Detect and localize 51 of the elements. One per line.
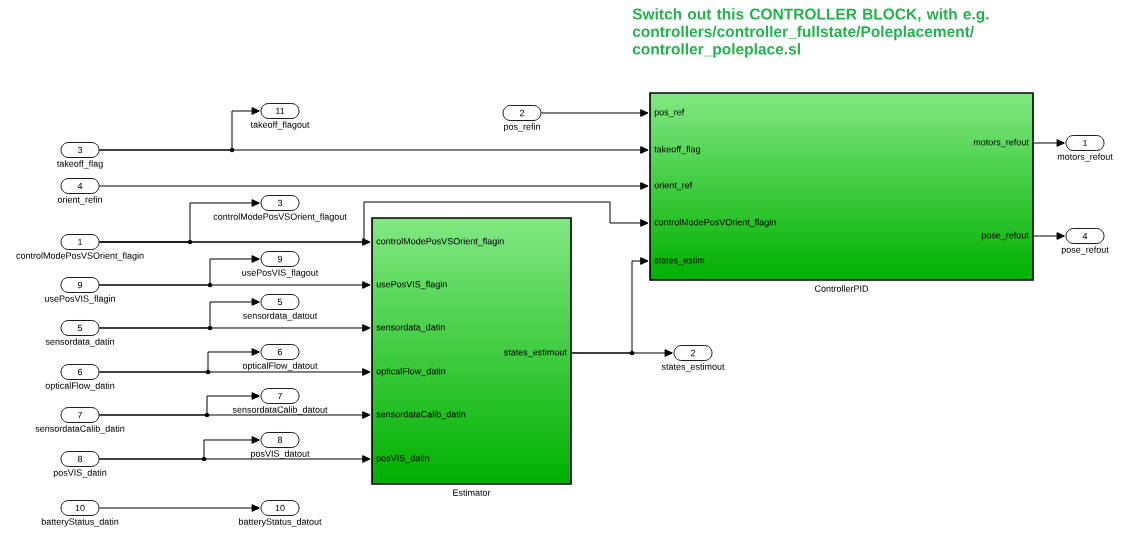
port-label: posVIS_datout — [251, 450, 310, 459]
port-label: opticalFlow_datout — [242, 362, 318, 371]
port-label: takeoff_flag — [56, 160, 103, 169]
port-label: takeoff_flag — [654, 145, 700, 155]
signal-line — [98, 504, 260, 512]
port-label: usePosVIS_flagout — [242, 269, 319, 278]
block-name: ControllerPID — [814, 285, 869, 292]
signal-line — [98, 146, 649, 154]
signal-line — [98, 368, 371, 376]
port-label: opticalFlow_datin — [45, 382, 115, 391]
signal-line — [98, 201, 649, 243]
port-label: sensordata_datout — [243, 312, 318, 321]
port-label: orient_ref — [654, 181, 693, 191]
port-label: states_estim — [654, 256, 705, 266]
port-label: controlModePosVOrient_flagin — [654, 218, 776, 228]
signal-line — [1033, 232, 1065, 240]
signal-line — [98, 324, 371, 332]
signal-line — [98, 182, 649, 190]
port-label: orient_refin — [57, 196, 102, 205]
port-label: takeoff_flagout — [250, 121, 310, 130]
port-label: sensordataCalib_datin — [376, 410, 466, 420]
port-label: pos_ref — [654, 108, 685, 118]
port-label: pose_refout — [1061, 246, 1109, 255]
port-label: controlModePosVSOrient_flagin — [376, 237, 504, 247]
port-label: pose_refout — [981, 231, 1029, 241]
signal-line — [1033, 139, 1065, 147]
port-label: controlModePosVSOrient_flagin — [16, 252, 144, 261]
annotation-text: Switch out this CONTROLLER BLOCK, with e.g. controllers/controller_fullstate/Poleplacement/ controller_poleplace.sl — [632, 8, 989, 58]
port-label: opticalFlow_datin — [376, 367, 446, 377]
port-label: pos_refin — [504, 123, 540, 132]
port-label: states_estimout — [504, 348, 567, 358]
port-label: controlModePosVSOrient_flagout — [213, 213, 347, 222]
port-label: usePosVIS_flagin — [45, 295, 115, 304]
port-label: batteryStatus_datout — [239, 518, 322, 527]
port-label: posVIS_datin — [376, 454, 430, 464]
port-label: states_estimout — [661, 363, 725, 372]
port-label: sensordataCalib_datout — [232, 406, 328, 415]
port-label: usePosVIS_flagin — [376, 280, 447, 290]
port-label: posVIS_datin — [53, 469, 107, 478]
signal-line — [571, 257, 649, 354]
port-label: batteryStatus_datin — [41, 518, 119, 527]
signal-line — [98, 411, 371, 419]
port-label: motors_refout — [973, 138, 1029, 148]
signal-line — [98, 455, 371, 463]
signal-line — [540, 109, 649, 117]
port-label: sensordataCalib_datin — [35, 425, 125, 434]
block-name: Estimator — [453, 489, 491, 496]
port-label: motors_refout — [1057, 153, 1113, 162]
signal-line — [98, 281, 371, 289]
port-label: sensordata_datin — [376, 323, 445, 333]
port-label: sensordata_datin — [45, 338, 114, 347]
